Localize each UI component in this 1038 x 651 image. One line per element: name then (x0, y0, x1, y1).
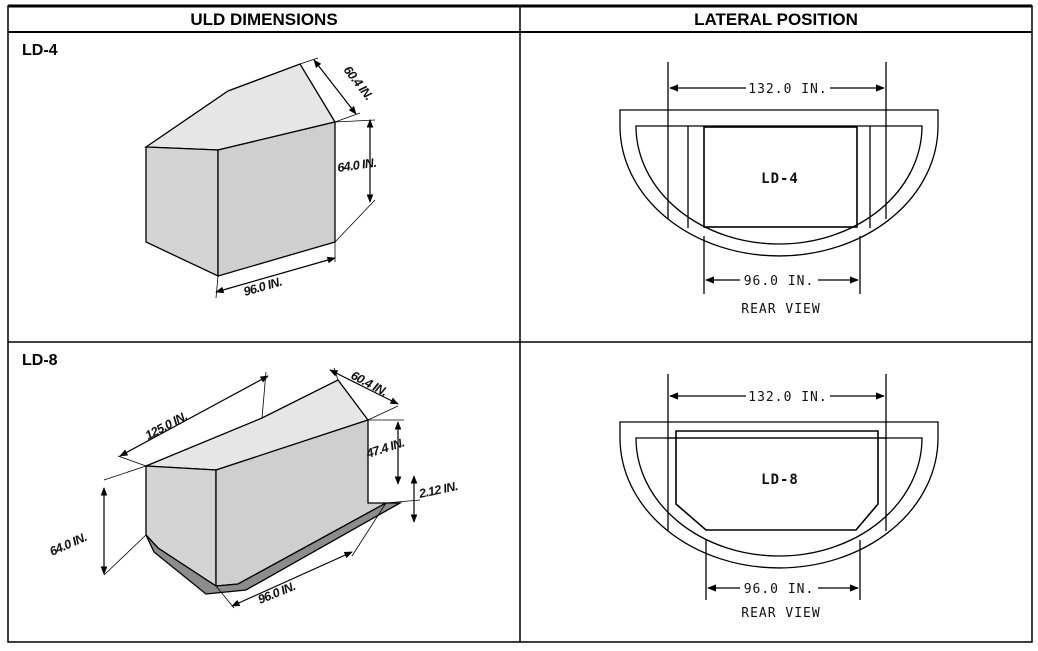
ld8-top-dim-mask (746, 386, 830, 404)
ld4-height-label: 64.0 IN. (336, 156, 377, 175)
header-lateral-position: LATERAL POSITION (694, 10, 858, 29)
ld8-depth-label: 60.4 IN. (349, 368, 390, 399)
ld8-container-label: LD-8 (761, 472, 799, 488)
ld4-depth-label: 60.4 IN. (341, 63, 376, 102)
ld4-top-dim-label: 132.0 IN. (748, 82, 827, 97)
table-grid (7, 4, 1033, 643)
row-label-ld8: LD-8 (22, 352, 58, 369)
ld4-front-face (145, 146, 219, 278)
ld8-base-shadow (145, 502, 403, 595)
ld8-box-drawing (100, 367, 421, 609)
ld8-height-label: 64.0 IN. (48, 530, 89, 559)
header-uld-dimensions: ULD DIMENSIONS (190, 10, 337, 29)
ld4-box-drawing (144, 57, 376, 299)
ld8-length-label: 125.0 IN. (143, 409, 190, 443)
ld4-top-dim-mask (746, 78, 830, 96)
ld8-view-label: REAR VIEW (741, 606, 820, 621)
ld8-bottom-dim-mask (740, 578, 818, 596)
row-label-ld4: LD-4 (22, 42, 58, 59)
ld4-bottom-dim-mask (740, 270, 818, 288)
ld8-upper-height-label: 47.4 IN. (364, 435, 406, 461)
ld4-container-label: LD-4 (761, 171, 799, 187)
ld4-bottom-dim-label: 96.0 IN. (744, 274, 815, 289)
ld8-top-dim-label: 132.0 IN. (748, 390, 827, 405)
ld4-view-label: REAR VIEW (741, 302, 820, 317)
ld8-bottom-dim-label: 96.0 IN. (744, 582, 815, 597)
ld8-width-label: 96.0 IN. (256, 579, 297, 607)
ld8-step-label: 2.12 IN. (417, 479, 459, 501)
